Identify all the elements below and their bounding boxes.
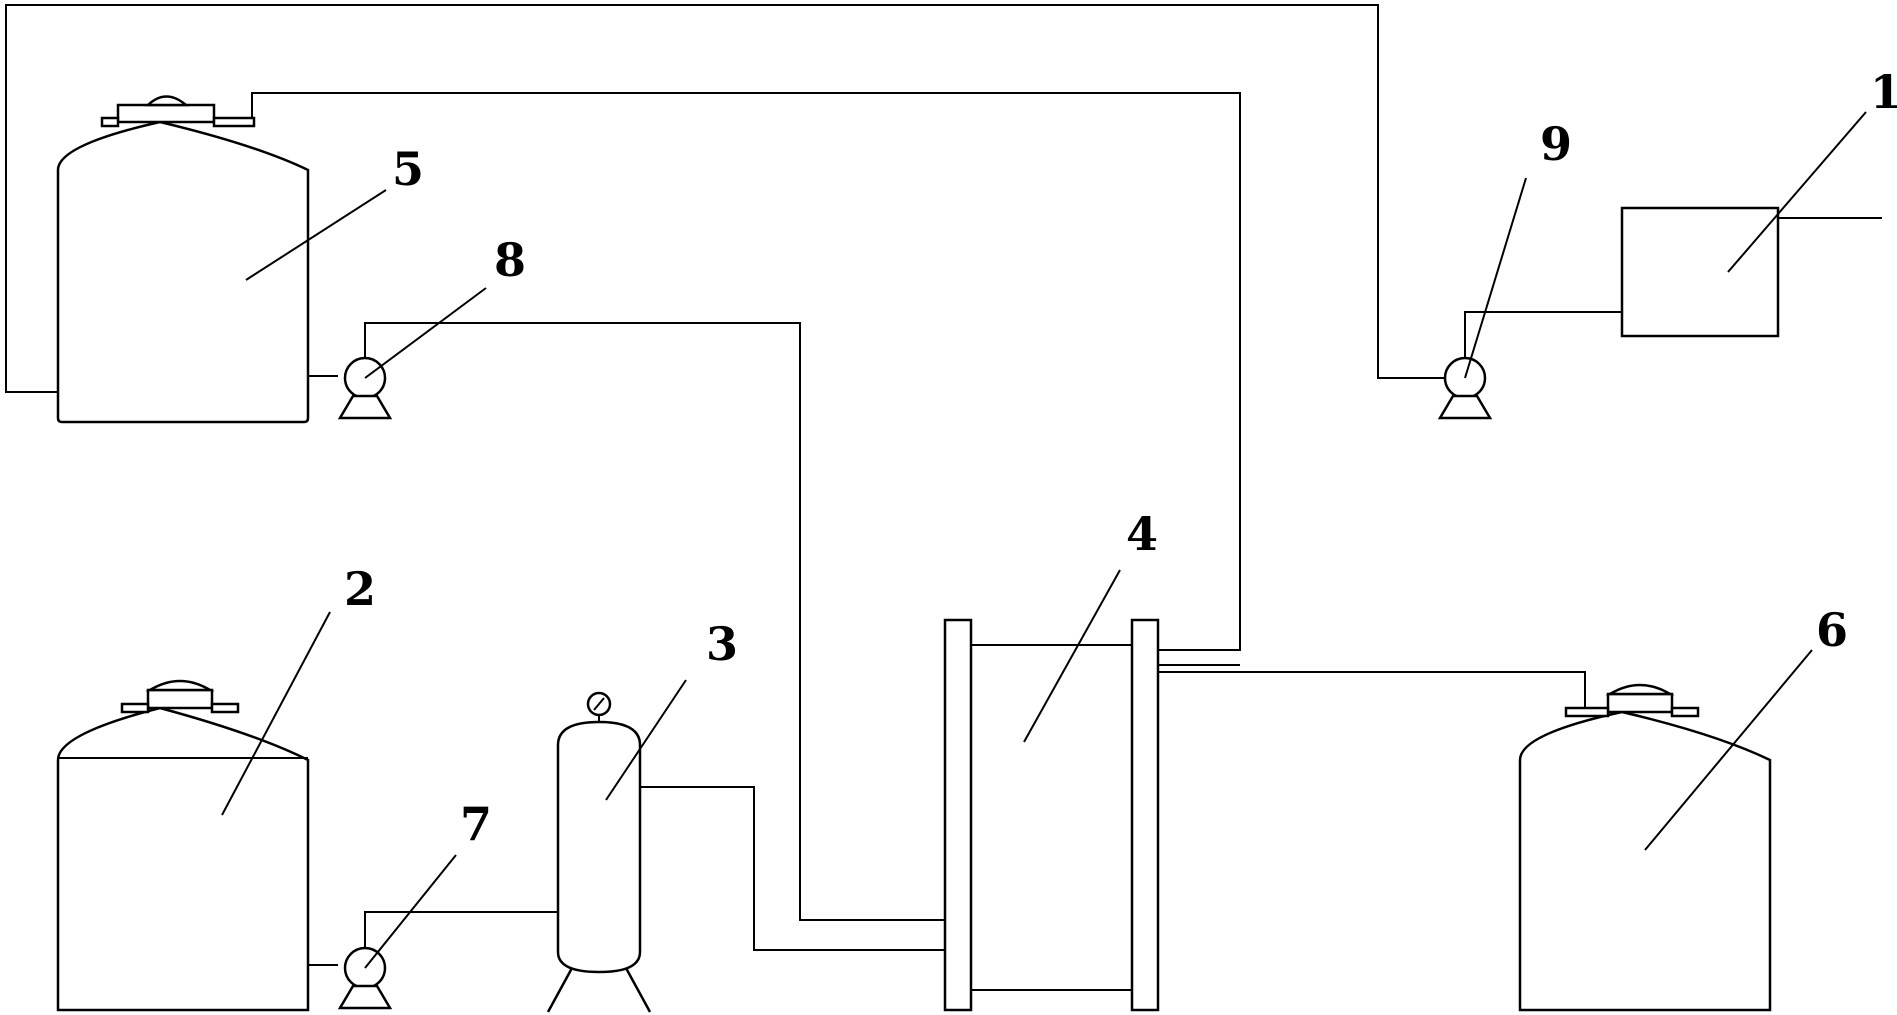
filter-press-4	[943, 618, 1160, 1012]
tank-2-body	[56, 706, 310, 1012]
label-7: 7	[460, 797, 492, 851]
tank-5	[56, 95, 310, 424]
tank-5-port-left	[100, 116, 120, 128]
pipe-vessel3-to-filter4	[640, 786, 945, 951]
leader-8	[364, 287, 487, 379]
tank-2-dome	[145, 679, 215, 692]
leader-6	[1644, 649, 1813, 851]
pipe-tank5-to-pump9	[5, 4, 1445, 393]
tank-2-port-left	[120, 702, 150, 714]
tank-6-body	[1518, 710, 1772, 1012]
label-2: 2	[344, 562, 376, 616]
tank-6-lid	[1606, 692, 1674, 714]
unit-1-box	[1620, 206, 1780, 338]
leader-1	[1727, 111, 1867, 273]
label-6: 6	[1816, 603, 1848, 657]
leader-9	[1464, 177, 1527, 379]
pump-9	[1437, 356, 1493, 420]
tank-6-port-right	[1670, 706, 1700, 718]
pump-7-base	[337, 984, 393, 1010]
pipe-tank5-top-to-filter4	[251, 92, 1241, 651]
label-3: 3	[706, 617, 738, 671]
tank-2	[56, 679, 310, 1012]
tank-5-port-right	[212, 116, 256, 128]
leader-5	[245, 189, 387, 281]
pump-8-base	[337, 394, 393, 420]
pump-8	[337, 356, 393, 420]
label-8: 8	[494, 233, 526, 287]
vessel-3-leg-left	[546, 967, 574, 1013]
labels: 1 2 3 4 5 6 7 8 9	[344, 65, 1897, 851]
leader-4	[1023, 569, 1121, 743]
filter-4-plate-right	[1130, 618, 1160, 1012]
vessel-3	[546, 691, 652, 1013]
tank-5-dome	[144, 95, 190, 107]
label-5: 5	[392, 142, 424, 196]
tank-6	[1518, 683, 1772, 1012]
tank-6-port-left	[1564, 706, 1610, 718]
label-9: 9	[1540, 117, 1572, 171]
tank-5-body	[56, 120, 310, 424]
pipe-filter4-to-tank6	[1158, 671, 1586, 712]
label-1: 1	[1870, 65, 1897, 119]
pump-7	[337, 946, 393, 1010]
leader-3	[605, 679, 687, 801]
vessel-3-leg-right	[624, 967, 652, 1013]
leader-7	[364, 854, 457, 969]
label-4: 4	[1126, 507, 1158, 561]
pipes	[5, 4, 1882, 966]
leader-2	[221, 611, 331, 816]
pressure-gauge-needle	[593, 697, 605, 711]
pump-9-base	[1437, 394, 1493, 420]
tank-6-dome	[1605, 683, 1675, 696]
pipe-pump8-to-filter4	[364, 322, 945, 921]
pipe-pump7-to-vessel3	[364, 911, 558, 962]
tank-2-port-right	[210, 702, 240, 714]
tank-2-lid	[146, 688, 214, 710]
pipe-pump9-to-box1	[1464, 311, 1622, 357]
filter-4-plate-left	[943, 618, 973, 1012]
leader-lines	[221, 111, 1867, 969]
tank-5-lid	[116, 103, 216, 124]
vessel-3-body	[556, 720, 642, 974]
